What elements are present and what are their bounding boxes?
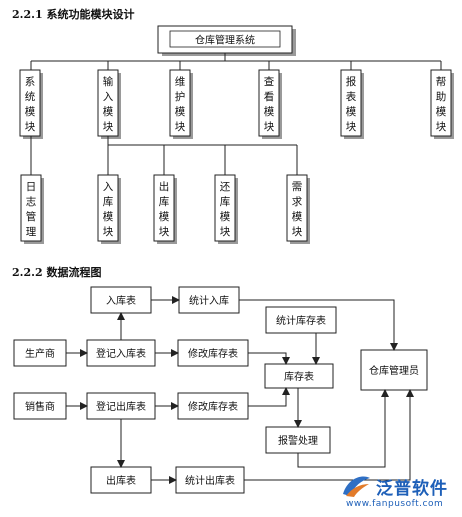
svg-text:理: 理 <box>26 226 37 238</box>
brand-url: www.fanpusoft.com <box>346 499 444 509</box>
svg-text:出: 出 <box>159 180 170 193</box>
svg-text:库存表: 库存表 <box>284 370 314 383</box>
svg-text:块: 块 <box>175 121 186 133</box>
node-stat-out: 统计出库表 <box>175 466 245 494</box>
node-stock: 库存表 <box>264 363 334 389</box>
node-seller: 销售商 <box>13 392 67 420</box>
module-help: 帮 助 模 块 <box>430 69 454 139</box>
node-producer: 生产商 <box>13 339 67 367</box>
submodule-out: 出 库 模 块 <box>153 174 177 244</box>
submodule-in: 入 库 模 块 <box>97 174 121 244</box>
svg-text:库: 库 <box>220 195 231 208</box>
module-input: 输 入 模 块 <box>97 69 121 139</box>
submodule-return: 还 库 模 块 <box>214 174 238 244</box>
svg-text:报: 报 <box>346 75 357 88</box>
svg-text:仓库管理员: 仓库管理员 <box>369 364 419 377</box>
node-stat-stock: 统计库存表 <box>265 306 337 334</box>
svg-text:报警处理: 报警处理 <box>278 434 318 447</box>
svg-text:登记出库表: 登记出库表 <box>96 400 146 413</box>
svg-text:修改库存表: 修改库存表 <box>188 400 238 413</box>
svg-text:登记入库表: 登记入库表 <box>96 347 146 360</box>
section-2-title: 2.2.2 数据流程图 <box>12 266 102 279</box>
svg-text:模: 模 <box>25 106 36 118</box>
node-manager: 仓库管理员 <box>360 349 428 391</box>
svg-text:日: 日 <box>26 181 37 193</box>
svg-text:志: 志 <box>26 195 37 208</box>
svg-text:块: 块 <box>346 121 357 133</box>
flow-diagram: 入库表 统计入库 统计库存表 生产商 登记入库表 修改库存表 库存表 仓库管理员… <box>13 286 428 494</box>
root-label: 仓库管理系统 <box>195 34 255 47</box>
module-report: 报 表 模 块 <box>340 69 364 139</box>
svg-text:出库表: 出库表 <box>106 474 136 487</box>
svg-text:模: 模 <box>346 106 357 118</box>
svg-text:统计库存表: 统计库存表 <box>276 314 326 327</box>
svg-text:模: 模 <box>436 106 447 118</box>
svg-text:输: 输 <box>103 75 114 88</box>
svg-text:块: 块 <box>25 121 36 133</box>
svg-text:需: 需 <box>292 181 303 193</box>
root-node: 仓库管理系统 <box>157 25 296 56</box>
svg-text:模: 模 <box>220 211 231 223</box>
node-alarm: 报警处理 <box>265 426 331 454</box>
node-mod-stock-2: 修改库存表 <box>177 392 249 420</box>
svg-text:块: 块 <box>220 226 231 238</box>
svg-text:块: 块 <box>292 226 303 238</box>
svg-text:助: 助 <box>436 90 447 103</box>
svg-text:帮: 帮 <box>436 76 447 88</box>
svg-text:还: 还 <box>220 181 231 193</box>
svg-text:统: 统 <box>25 90 36 103</box>
node-in-table: 入库表 <box>90 286 152 314</box>
submodule-demand: 需 求 模 块 <box>286 174 310 244</box>
submodule-log: 日 志 管 理 <box>20 174 44 244</box>
node-mod-stock-1: 修改库存表 <box>177 339 249 367</box>
svg-text:统计入库: 统计入库 <box>189 294 229 307</box>
svg-text:入: 入 <box>103 181 114 193</box>
svg-text:模: 模 <box>175 106 186 118</box>
svg-text:生产商: 生产商 <box>25 347 55 360</box>
svg-text:库: 库 <box>103 195 114 208</box>
svg-text:销售商: 销售商 <box>25 400 55 413</box>
svg-text:表: 表 <box>346 90 357 103</box>
svg-text:入库表: 入库表 <box>106 294 136 307</box>
module-query: 查 看 模 块 <box>258 69 282 139</box>
svg-text:看: 看 <box>264 90 275 103</box>
node-reg-out: 登记出库表 <box>86 392 156 420</box>
svg-text:管: 管 <box>26 210 37 223</box>
brand-logo-icon <box>343 476 370 497</box>
node-stat-in: 统计入库 <box>178 286 240 314</box>
svg-text:查: 查 <box>264 75 275 88</box>
svg-text:块: 块 <box>103 121 114 133</box>
svg-text:系: 系 <box>25 76 36 88</box>
svg-text:模: 模 <box>159 211 170 223</box>
svg-text:块: 块 <box>436 121 447 133</box>
module-diagram: 仓库管理系统 系 统 模 块 输 入 模 块 <box>19 25 454 244</box>
node-out-table: 出库表 <box>90 466 152 494</box>
svg-text:模: 模 <box>103 211 114 223</box>
module-maintain: 维 护 模 块 <box>169 69 193 139</box>
svg-text:修改库存表: 修改库存表 <box>188 347 238 360</box>
svg-text:块: 块 <box>103 226 114 238</box>
svg-text:统计出库表: 统计出库表 <box>185 474 235 487</box>
svg-text:入: 入 <box>103 91 114 103</box>
svg-text:维: 维 <box>175 75 186 88</box>
svg-text:模: 模 <box>103 106 114 118</box>
svg-text:模: 模 <box>264 106 275 118</box>
svg-text:模: 模 <box>292 211 303 223</box>
svg-text:块: 块 <box>159 226 170 238</box>
svg-text:求: 求 <box>292 196 303 208</box>
brand-name: 泛普软件 <box>376 479 448 499</box>
svg-text:护: 护 <box>175 90 186 103</box>
node-reg-in: 登记入库表 <box>86 339 156 367</box>
svg-text:库: 库 <box>159 195 170 208</box>
module-system: 系 统 模 块 <box>19 69 43 139</box>
svg-text:块: 块 <box>264 121 275 133</box>
section-1-title: 2.2.1 系统功能模块设计 <box>12 8 135 21</box>
